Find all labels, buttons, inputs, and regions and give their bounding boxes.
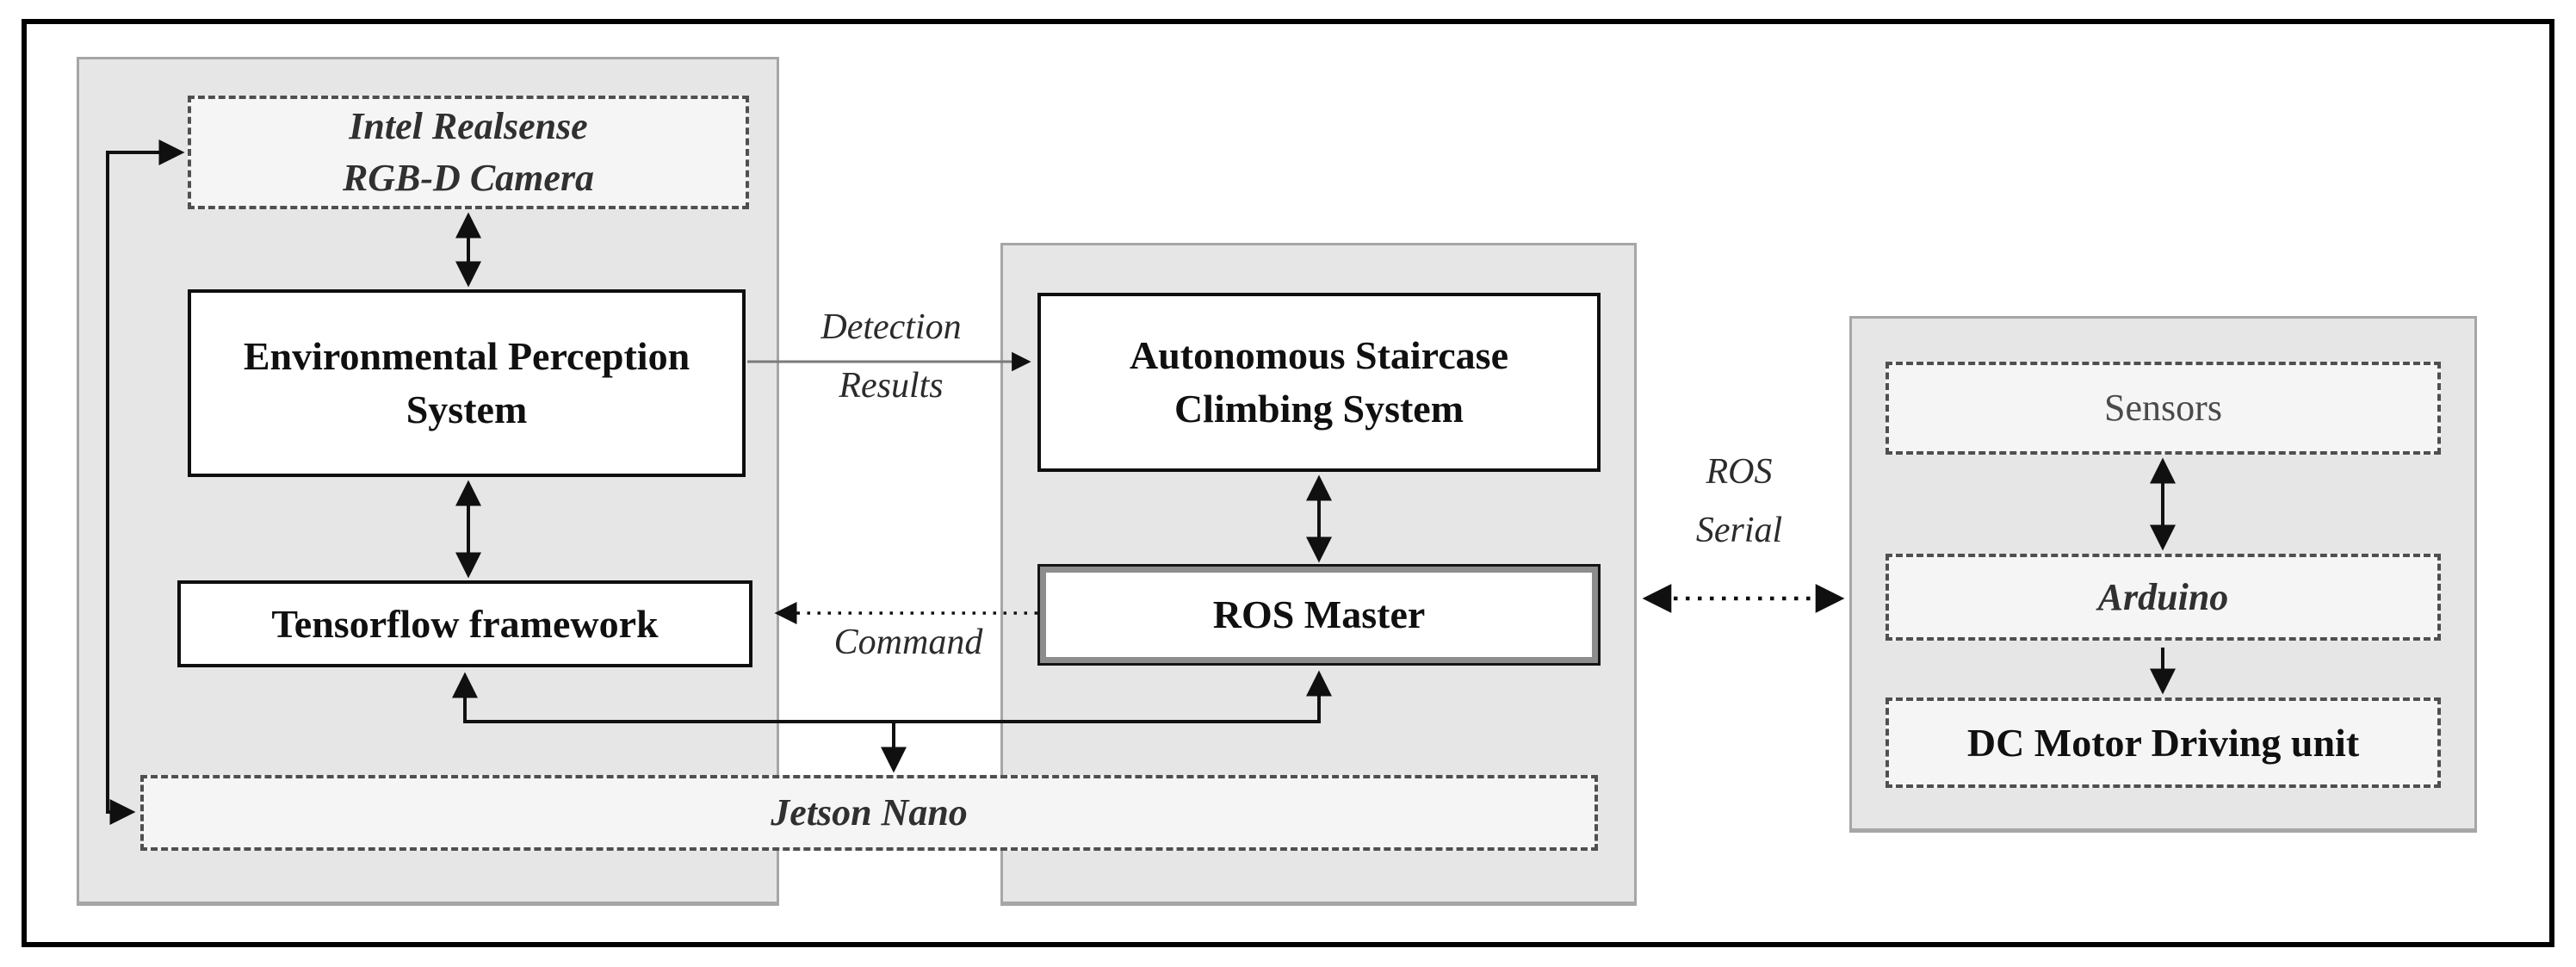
node-dc-motor-driving-unit: DC Motor Driving unit bbox=[1886, 697, 2441, 788]
node-environmental-perception-system: Environmental Perception System bbox=[188, 289, 746, 477]
node-intel-realsense-camera: Intel Realsense RGB-D Camera bbox=[188, 96, 749, 209]
node-autonomous-staircase-climbing-system: Autonomous Staircase Climbing System bbox=[1037, 293, 1601, 472]
dc-motor-label: DC Motor Driving unit bbox=[1966, 720, 2360, 765]
node-tensorflow-framework: Tensorflow framework bbox=[177, 580, 752, 667]
arduino-label: Arduino bbox=[2097, 575, 2229, 618]
node-jetson-nano: Jetson Nano bbox=[140, 775, 1598, 851]
tensorflow-label: Tensorflow framework bbox=[271, 601, 659, 646]
edge-label-detection-results: Detection Results bbox=[820, 307, 962, 406]
outer-frame bbox=[22, 19, 2554, 947]
node-ros-master: ROS Master bbox=[1037, 564, 1601, 666]
jetson-nano-label: Jetson Nano bbox=[771, 791, 968, 834]
ros-master-label: ROS Master bbox=[1212, 592, 1426, 636]
node-arduino: Arduino bbox=[1886, 554, 2441, 641]
sensors-label: Sensors bbox=[2104, 387, 2222, 429]
intel-camera-label: Intel Realsense RGB-D Camera bbox=[342, 105, 595, 199]
staircase-system-label: Autonomous Staircase Climbing System bbox=[1129, 333, 1508, 431]
environmental-perception-label: Environmental Perception System bbox=[243, 334, 690, 431]
edge-label-command: Command bbox=[833, 623, 983, 662]
node-sensors: Sensors bbox=[1886, 362, 2441, 455]
edge-label-ros-serial: ROS Serial bbox=[1695, 452, 1783, 550]
